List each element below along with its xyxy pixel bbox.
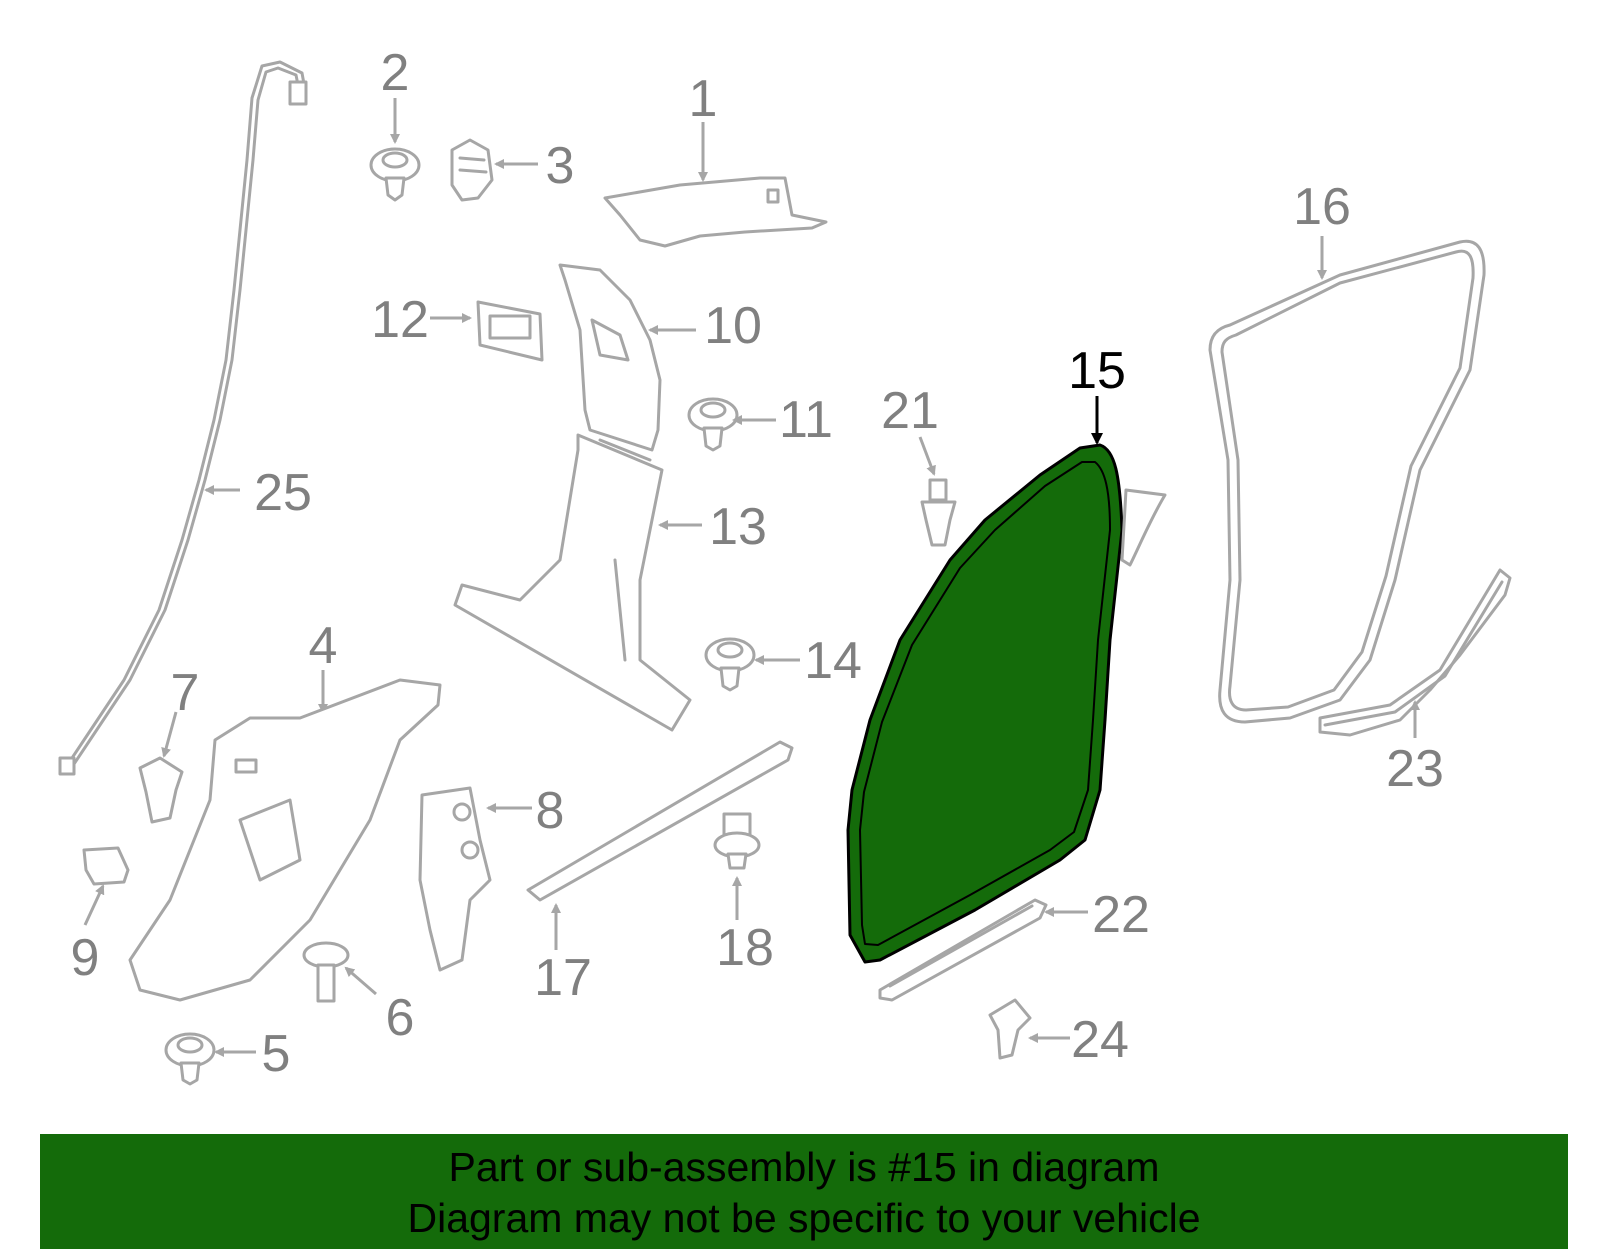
callout-7: 7 — [171, 664, 200, 722]
info-banner: Part or sub-assembly is #15 in diagram D… — [40, 1134, 1568, 1249]
part-11-clip — [687, 397, 776, 452]
callout-9: 9 — [71, 929, 100, 987]
callout-3: 3 — [546, 137, 575, 195]
callout-17: 17 — [534, 949, 592, 1007]
callout-23: 23 — [1386, 740, 1444, 798]
callout-16: 16 — [1293, 178, 1351, 236]
part-12-lamp — [430, 300, 544, 362]
callout-4: 4 — [309, 617, 338, 675]
callout-25: 25 — [254, 464, 312, 522]
part-3-retainer — [450, 138, 538, 202]
part-13-pillar-lower-trim — [453, 433, 702, 732]
callout-10: 10 — [704, 297, 762, 355]
part-10-pillar-upper-trim — [558, 263, 696, 452]
part-9-clip — [82, 846, 130, 926]
callout-21: 21 — [881, 382, 939, 440]
part-23-sill-trim — [1318, 568, 1512, 738]
part-24-clip — [988, 998, 1070, 1060]
banner-line-1: Part or sub-assembly is #15 in diagram — [448, 1144, 1160, 1190]
part-1-upper-trim — [603, 122, 828, 248]
part-6-screw — [302, 941, 377, 1003]
callout-8: 8 — [536, 782, 565, 840]
callout-22: 22 — [1092, 886, 1150, 944]
callout-12: 12 — [371, 291, 429, 349]
callout-24: 24 — [1071, 1011, 1129, 1069]
banner-line-2: Diagram may not be specific to your vehi… — [407, 1195, 1201, 1241]
callout-18: 18 — [716, 919, 774, 977]
callout-1: 1 — [689, 70, 718, 128]
part-4-quarter-trim — [128, 670, 442, 1002]
part-17-sill-strip — [526, 740, 794, 950]
part-14-clip — [704, 637, 800, 692]
part-25-wiring-harness — [58, 60, 308, 776]
part-15-door-weatherstrip — [846, 396, 1167, 964]
part-5-clip — [164, 1032, 256, 1086]
callout-5: 5 — [262, 1025, 291, 1083]
part-8-bracket — [418, 786, 532, 972]
part-22-scuff-plate — [878, 898, 1088, 1002]
part-15-shape — [846, 443, 1124, 964]
callout-14: 14 — [804, 632, 862, 690]
callout-6: 6 — [386, 989, 415, 1047]
part-7-clip — [138, 711, 184, 824]
callout-13: 13 — [709, 498, 767, 556]
part-18-clip — [713, 812, 761, 920]
part-2-push-clip — [369, 98, 421, 202]
callout-15: 15 — [1068, 342, 1126, 400]
part-21-push-pin — [918, 436, 957, 547]
callout-11: 11 — [779, 391, 833, 449]
part-16-opening-weatherstrip — [1208, 236, 1486, 724]
callout-2: 2 — [381, 44, 410, 102]
